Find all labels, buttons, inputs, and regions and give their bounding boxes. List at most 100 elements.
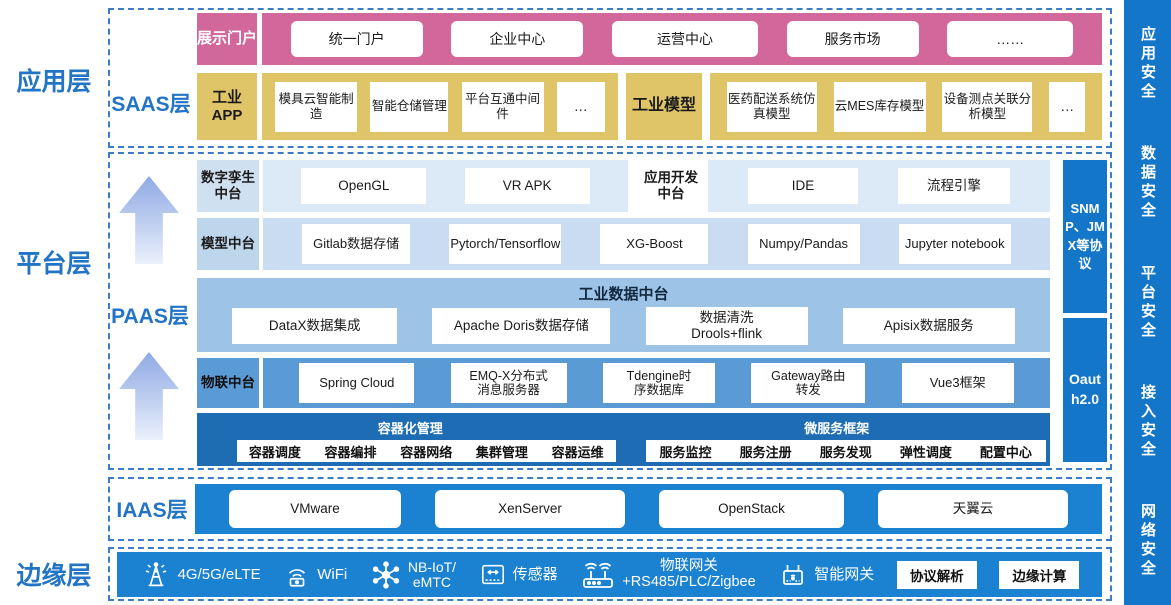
portal-item: 服务市场 — [786, 21, 919, 57]
industrial-data-title: 工业数据中台 — [578, 286, 669, 303]
digital-twin-item: VR APK — [464, 168, 590, 204]
industrial-model-item: 云MES库存模型 — [833, 81, 926, 132]
wifi-icon — [283, 561, 311, 589]
edge-connection: WiFi — [283, 561, 347, 589]
industrial-app-item: … — [556, 81, 605, 132]
industrial-app-item: 模具云智能制造 — [275, 81, 358, 132]
oauth-protocol-box: Oauth2.0 — [1063, 318, 1107, 462]
layer-label-edge: 边缘层 — [16, 562, 92, 590]
model-center-band: Gitlab数据存储 Pytorch/Tensorflow XG-Boost N… — [263, 218, 1050, 270]
industrial-data-band: 工业数据中台 DataX数据集成 Apache Doris数据存储 数据清洗 D… — [197, 278, 1050, 352]
container-item: 容器调度 — [248, 444, 301, 460]
microservice-item: 服务监控 — [659, 444, 712, 460]
container-mgmt-title: 容器化管理 — [377, 421, 443, 436]
model-center-label: 模型中台 — [197, 218, 259, 270]
industrial-model-label: 工业模型 — [626, 73, 702, 140]
industrial-data-item: Apache Doris数据存储 — [432, 308, 611, 344]
iaas-item: 天翼云 — [878, 490, 1068, 528]
industrial-data-item: DataX数据集成 — [232, 308, 398, 344]
microservice-item: 弹性调度 — [899, 444, 952, 460]
model-center-item: Numpy/Pandas — [747, 224, 860, 264]
edge-connection: 物联网关 +RS485/PLC/Zigbee — [580, 559, 756, 590]
model-center-item: Gitlab数据存储 — [302, 224, 411, 264]
portal-band: 统一门户 企业中心 运营中心 服务市场 …… — [262, 13, 1102, 65]
saas-layer-box — [108, 8, 1112, 148]
iaas-item: XenServer — [435, 490, 625, 528]
edge-connection: 4G/5G/eLTE — [140, 560, 261, 590]
microservice-item: 服务发现 — [819, 444, 872, 460]
paas-label: PAAS层 — [111, 305, 189, 328]
container-item: 集群管理 — [475, 444, 528, 460]
container-item: 容器编排 — [324, 444, 377, 460]
iaas-layer-box — [108, 477, 1112, 541]
app-dev-label: 应用开发中台 — [640, 160, 702, 212]
security-item: 应用安全 — [1139, 26, 1156, 102]
edge-layer-box — [108, 547, 1112, 601]
layer-label-platform: 平台层 — [16, 250, 92, 278]
iot-center-item: Tdengine时 序数据库 — [602, 363, 715, 403]
edge-connection: 传感器 — [479, 562, 558, 588]
container-item: 容器运维 — [551, 444, 604, 460]
hub-icon — [370, 560, 402, 590]
security-item: 接入安全 — [1139, 383, 1156, 460]
saas-label: SAAS层 — [111, 93, 191, 116]
signal-tower-icon — [140, 560, 172, 590]
app-dev-item: IDE — [748, 168, 858, 204]
iaas-label: IAAS层 — [116, 499, 188, 522]
container-mgmt-section: 容器化管理 容器调度 容器编排 容器网络 集群管理 容器运维 — [197, 413, 624, 466]
portal-item: 企业中心 — [451, 21, 584, 57]
iot-gateway-icon — [580, 560, 616, 590]
industrial-model-item: … — [1049, 81, 1086, 132]
industrial-model-item: 医药配送系统仿真模型 — [726, 81, 817, 132]
digital-twin-item: OpenGL — [301, 168, 427, 204]
microservice-title: 微服务框架 — [804, 421, 870, 436]
iaas-item: OpenStack — [659, 490, 844, 528]
edge-band: 4G/5G/eLTE WiFi NB-IoT/ eMTC 传感器 物联网关 +R… — [117, 552, 1102, 597]
industrial-app-item: 平台互通中间件 — [461, 81, 544, 132]
industrial-data-items: DataX数据集成 Apache Doris数据存储 数据清洗 Drools+f… — [197, 304, 1050, 348]
security-item: 平台安全 — [1139, 264, 1156, 341]
industrial-app-label: 工业APP — [197, 73, 257, 140]
edge-compute-block: 边缘计算 — [999, 560, 1080, 589]
container-mgmt-strip: 容器调度 容器编排 容器网络 集群管理 容器运维 — [237, 440, 616, 462]
edge-connection-label: 传感器 — [512, 565, 558, 583]
security-item: 网络安全 — [1139, 503, 1156, 579]
microservice-item: 配置中心 — [979, 444, 1032, 460]
iaas-band: VMware XenServer OpenStack 天翼云 — [195, 484, 1102, 534]
iot-center-label: 物联中台 — [197, 358, 259, 408]
snmp-protocol-box: SNMP、JMX等协议 — [1063, 160, 1107, 313]
iot-center-item: Vue3框架 — [901, 363, 1014, 403]
iot-center-item: EMQ-X分布式 消息服务器 — [450, 363, 567, 403]
edge-connection-label: 4G/5G/eLTE — [177, 565, 261, 583]
portal-item: …… — [947, 21, 1074, 57]
container-item: 容器网络 — [400, 444, 453, 460]
edge-connection-label: WiFi — [317, 565, 348, 583]
industrial-model-band: 医药配送系统仿真模型 云MES库存模型 设备测点关联分析模型 … — [710, 73, 1102, 140]
model-center-item: XG-Boost — [600, 224, 709, 264]
digital-twin-band: OpenGL VR APK — [263, 160, 628, 212]
layer-label-application: 应用层 — [16, 68, 92, 96]
industrial-app-band: 模具云智能制造 智能仓储管理 平台互通中间件 … — [262, 73, 618, 140]
container-microservice-band: 容器化管理 容器调度 容器编排 容器网络 集群管理 容器运维 微服务框架 服务监… — [197, 413, 1050, 466]
digital-twin-label: 数字孪生中台 — [197, 160, 259, 212]
iaas-item: VMware — [229, 490, 401, 528]
edge-connection: NB-IoT/ eMTC — [370, 559, 456, 590]
portal-item: 统一门户 — [290, 21, 423, 57]
model-center-item: Pytorch/Tensorflow — [449, 224, 562, 264]
microservice-item: 服务注册 — [739, 444, 792, 460]
iot-center-item: Spring Cloud — [299, 363, 415, 403]
app-dev-band: IDE 流程引擎 — [708, 160, 1050, 212]
microservice-strip: 服务监控 服务注册 服务发现 弹性调度 配置中心 — [645, 440, 1046, 462]
industrial-app-item: 智能仓储管理 — [370, 81, 449, 132]
smart-gateway-icon — [778, 560, 808, 590]
edge-connection: 智能网关 — [778, 560, 874, 590]
microservice-section: 微服务框架 服务监控 服务注册 服务发现 弹性调度 配置中心 — [624, 413, 1051, 466]
industrial-data-item: 数据清洗 Drools+flink — [645, 307, 808, 345]
security-sidebar: 应用安全 数据安全 平台安全 接入安全 网络安全 — [1124, 0, 1171, 605]
model-center-item: Jupyter notebook — [898, 224, 1011, 264]
iot-center-band: Spring Cloud EMQ-X分布式 消息服务器 Tdengine时 序数… — [263, 358, 1050, 408]
portal-label: 展示门户 — [197, 13, 257, 65]
edge-connection-label: 智能网关 — [814, 565, 875, 583]
industrial-data-item: Apisix数据服务 — [842, 308, 1015, 344]
